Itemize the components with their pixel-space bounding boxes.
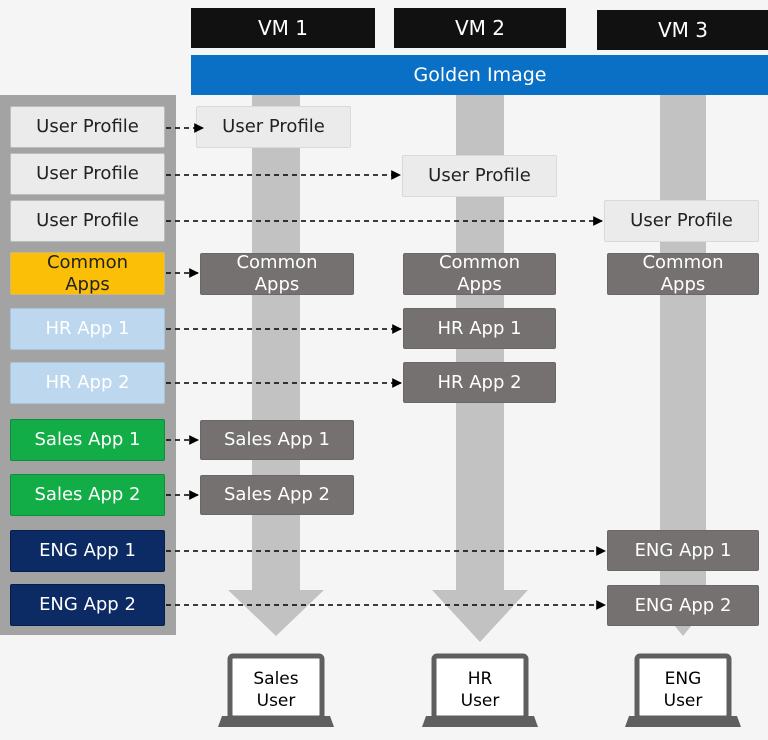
- user-line2: User: [460, 691, 500, 711]
- target-label: HR App 1: [437, 317, 522, 339]
- target-label: Common Apps: [236, 252, 318, 295]
- source-eng-app-2: ENG App 2: [10, 584, 165, 626]
- source-label: Sales App 1: [34, 429, 141, 450]
- source-hr-app-1: HR App 1: [10, 308, 165, 350]
- source-label: User Profile: [36, 116, 139, 137]
- hr-user-label: HR User: [436, 668, 524, 712]
- target-label: Sales App 1: [224, 429, 330, 450]
- vm3-header: VM 3: [597, 10, 768, 50]
- vm3-eng-app-2: ENG App 2: [607, 585, 759, 626]
- sales-laptop-icon: [218, 653, 334, 727]
- vm2-user-profile: User Profile: [402, 155, 557, 197]
- user-line1: ENG: [664, 669, 702, 689]
- vm1-sales-app-1: Sales App 1: [200, 420, 354, 460]
- vm2-common-apps: Common Apps: [403, 252, 556, 295]
- source-label: Common Apps: [46, 251, 129, 295]
- source-user-profile-2: User Profile: [10, 153, 165, 195]
- source-hr-app-2: HR App 2: [10, 362, 165, 404]
- target-label: ENG App 1: [634, 539, 732, 561]
- target-label: User Profile: [428, 165, 531, 186]
- sales-user-label: Sales User: [232, 668, 320, 712]
- vm1-user-profile: User Profile: [196, 106, 351, 148]
- vm1-header: VM 1: [191, 8, 375, 48]
- source-label: User Profile: [36, 210, 139, 231]
- vm3-common-apps: Common Apps: [607, 252, 759, 295]
- eng-laptop-icon: [625, 653, 741, 727]
- target-label: User Profile: [630, 210, 733, 231]
- source-sales-app-2: Sales App 2: [10, 474, 165, 516]
- source-user-profile-1: User Profile: [10, 106, 165, 148]
- source-label: ENG App 2: [39, 594, 136, 615]
- target-label: HR App 2: [437, 371, 522, 393]
- vm2-hr-app-2: HR App 2: [403, 362, 556, 403]
- user-line1: Sales: [253, 669, 299, 689]
- source-label: ENG App 1: [39, 540, 136, 561]
- target-label: User Profile: [222, 116, 325, 137]
- source-common-apps: Common Apps: [10, 252, 165, 295]
- user-line2: User: [663, 691, 703, 711]
- source-label: User Profile: [36, 163, 139, 184]
- vm2-header: VM 2: [394, 8, 566, 48]
- vm3-eng-app-1: ENG App 1: [607, 530, 759, 571]
- vm2-hr-app-1: HR App 1: [403, 308, 556, 349]
- hr-laptop-icon: [422, 653, 538, 727]
- source-sales-app-1: Sales App 1: [10, 419, 165, 461]
- target-label: Common Apps: [642, 252, 724, 295]
- golden-image-bar: Golden Image: [191, 55, 768, 95]
- user-line1: HR: [467, 669, 493, 689]
- vm2-title: VM 2: [454, 16, 506, 40]
- source-eng-app-1: ENG App 1: [10, 530, 165, 572]
- vm1-common-apps: Common Apps: [200, 252, 354, 295]
- source-label: Sales App 2: [34, 484, 141, 505]
- source-label: HR App 2: [45, 372, 130, 393]
- source-user-profile-3: User Profile: [10, 200, 165, 242]
- eng-user-label: ENG User: [639, 668, 727, 712]
- user-line2: User: [256, 691, 296, 711]
- vm1-title: VM 1: [257, 16, 309, 40]
- golden-image-label: Golden Image: [413, 64, 547, 86]
- target-label: Sales App 2: [224, 484, 330, 505]
- target-label: ENG App 2: [634, 594, 732, 616]
- vm3-title: VM 3: [657, 18, 709, 42]
- source-label: HR App 1: [45, 318, 130, 339]
- target-label: Common Apps: [438, 252, 521, 295]
- vm3-user-profile: User Profile: [604, 200, 759, 242]
- vm1-sales-app-2: Sales App 2: [200, 475, 354, 515]
